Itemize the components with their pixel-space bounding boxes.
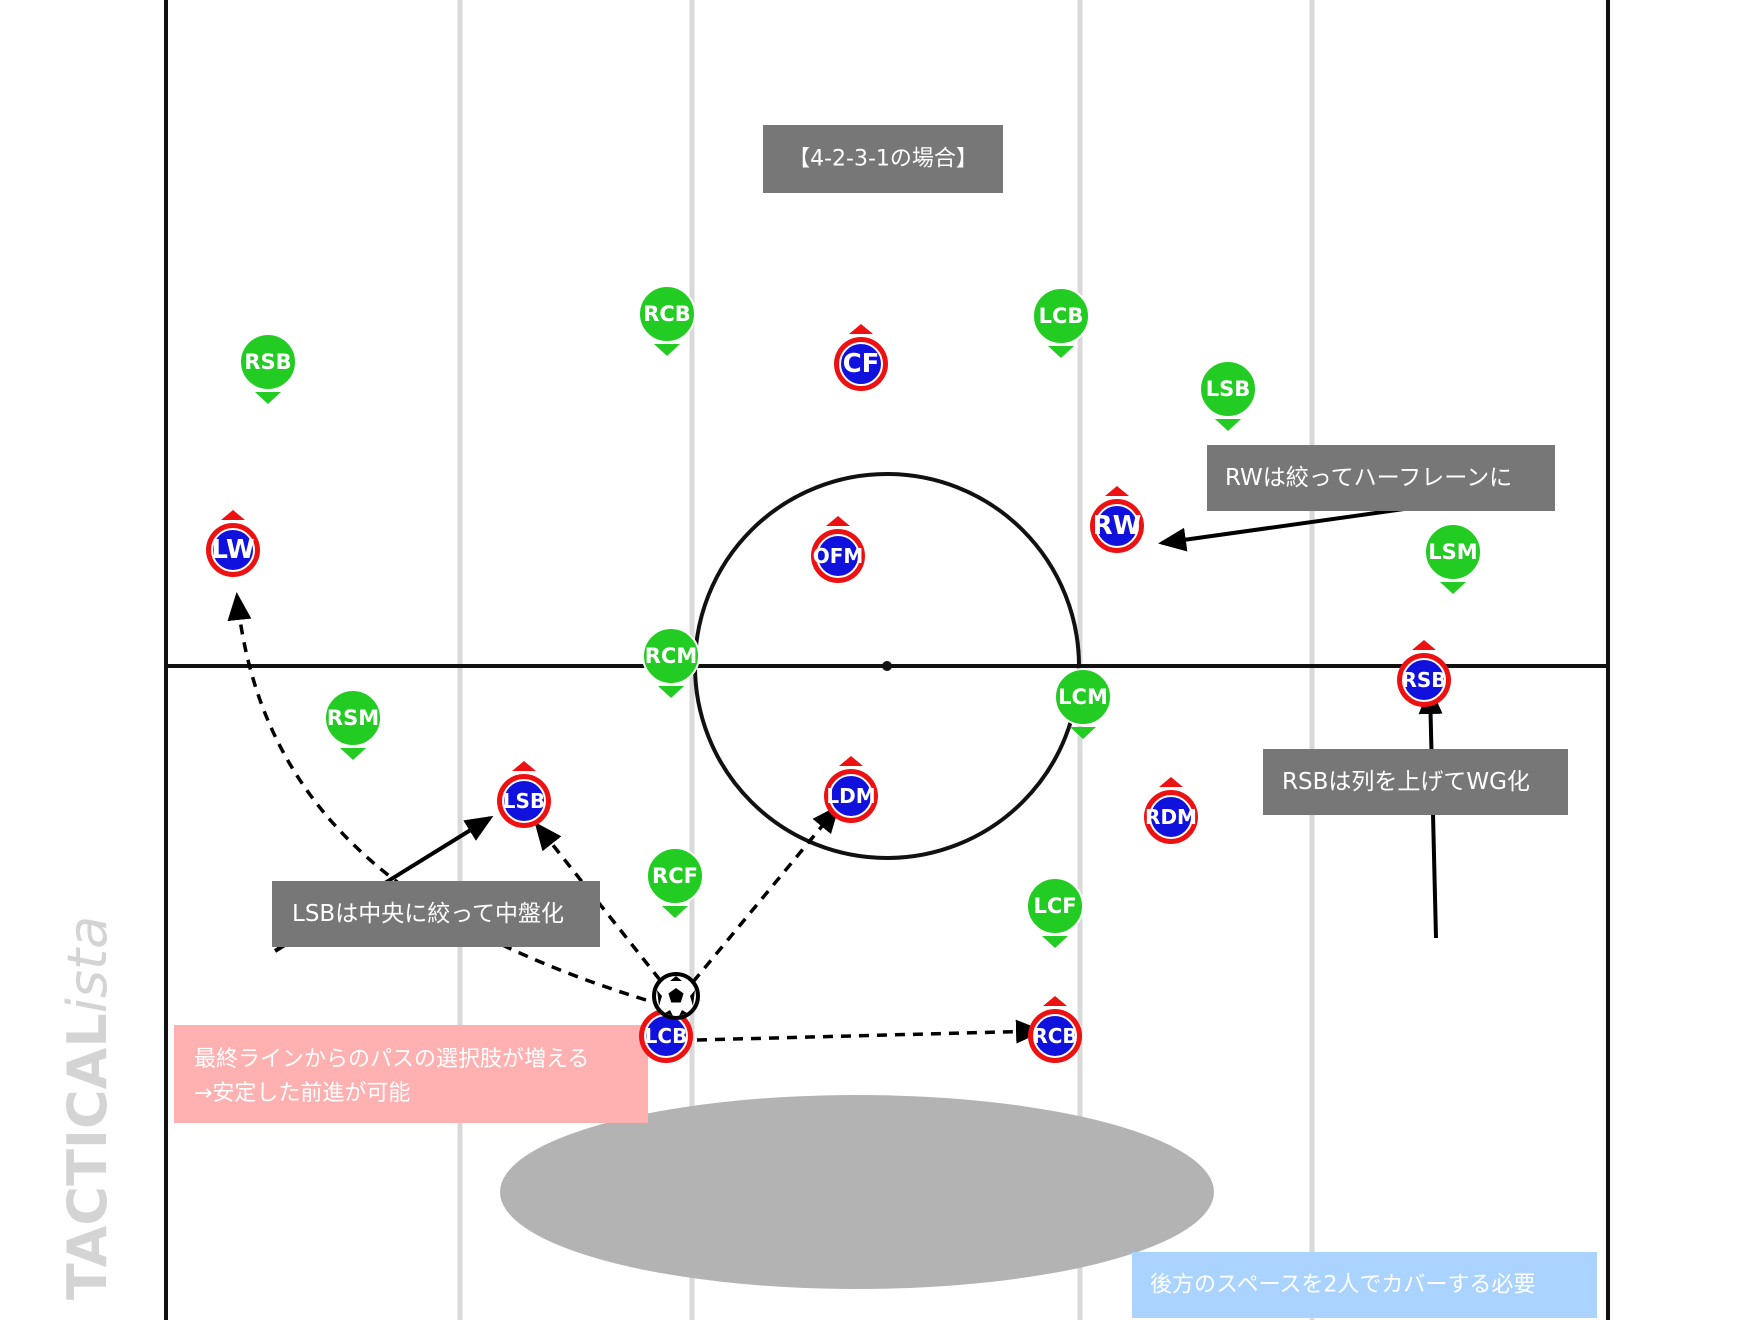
player-label: LCB [645, 1024, 688, 1048]
centre-spot [882, 661, 892, 671]
pass-options-note-line1: 最終ラインからのパスの選択肢が増える [194, 1047, 589, 1072]
rw-note: RWは絞ってハーフレーンに [1225, 465, 1512, 491]
player-label: RSB [244, 350, 291, 374]
player-label: OFM [813, 544, 864, 568]
team-marker-rw: RW [1090, 486, 1144, 553]
opponent-marker-rsm: RSM [324, 689, 382, 760]
chevron-up-icon [1159, 777, 1183, 787]
pass-arrow-to-lw [227, 592, 647, 1002]
team-marker-lcb: LCB [639, 996, 693, 1063]
player-label: RCB [643, 302, 691, 326]
chevron-up-icon [1043, 996, 1067, 1006]
team-marker-rsb: RSB [1397, 640, 1451, 707]
player-label: LSB [1206, 377, 1251, 401]
opponent-marker-lsb: LSB [1199, 360, 1257, 431]
team-marker-rdm: RDM [1144, 777, 1198, 844]
player-label: LCM [1058, 685, 1108, 709]
chevron-down-icon [255, 392, 281, 404]
opponent-marker-lcm: LCM [1054, 668, 1112, 739]
formation-title-box: 【4-2-3-1の場合】 [763, 125, 1003, 193]
svg-text:TACTICALista: TACTICALista [56, 916, 119, 1300]
opponent-marker-rsb: RSB [239, 333, 297, 404]
cover-space-note-box: 後方のスペースを2人でカバーする必要 [1132, 1252, 1597, 1318]
team-marker-lw: LW [206, 510, 260, 577]
opponent-marker-lcf: LCF [1026, 877, 1084, 948]
rsb-note: RSBは列を上げてWG化 [1282, 769, 1530, 795]
player-label: LSB [503, 789, 545, 813]
rw-note-box: RWは絞ってハーフレーンに [1207, 445, 1555, 511]
rsb-note-box: RSBは列を上げてWG化 [1263, 749, 1568, 815]
team-marker-ldm: LDM [824, 756, 878, 823]
player-label: RDM [1145, 805, 1197, 829]
lsb-note-box: LSBは中央に絞って中盤化 [272, 881, 600, 947]
pass-arrow-to-rcb [696, 1019, 1044, 1044]
opponent-marker-lcb: LCB [1032, 287, 1090, 358]
chevron-down-icon [1215, 419, 1241, 431]
chevron-down-icon [654, 344, 680, 356]
opponent-marker-lsm: LSM [1424, 523, 1482, 594]
player-label: RW [1093, 511, 1142, 541]
pass-arrow-to-ldm [691, 804, 840, 984]
chevron-down-icon [658, 686, 684, 698]
player-label: RSM [327, 706, 379, 730]
chevron-down-icon [1048, 346, 1074, 358]
team-marker-ofm: OFM [811, 516, 865, 583]
player-label: LCB [1039, 304, 1084, 328]
opponent-marker-rcm: RCM [642, 627, 700, 698]
soccer-ball-icon [652, 972, 700, 1020]
chevron-up-icon [849, 324, 873, 334]
chevron-up-icon [1105, 486, 1129, 496]
shaded-space-zone [500, 1095, 1214, 1289]
player-label: LW [211, 535, 254, 565]
chevron-up-icon [826, 516, 850, 526]
opponent-marker-rcb: RCB [638, 285, 696, 356]
player-label: CF [843, 349, 880, 379]
chevron-up-icon [1412, 640, 1436, 650]
player-label: LCF [1033, 894, 1076, 918]
player-label: RCF [652, 864, 698, 888]
team-marker-cf: CF [834, 324, 888, 391]
chevron-up-icon [512, 761, 536, 771]
player-label: LSM [1428, 540, 1477, 564]
chevron-down-icon [340, 748, 366, 760]
chevron-up-icon [221, 510, 245, 520]
team-marker-rcb: RCB [1028, 996, 1082, 1063]
chevron-down-icon [662, 906, 688, 918]
player-label: RCB [1032, 1024, 1077, 1048]
lsb-note: LSBは中央に絞って中盤化 [292, 901, 564, 927]
pass-options-note-line2: →安定した前進が可能 [194, 1081, 410, 1106]
chevron-down-icon [1042, 936, 1068, 948]
player-label: RSB [1401, 668, 1446, 692]
formation-title: 【4-2-3-1の場合】 [788, 147, 978, 172]
opponent-players: RSB RCB LCB LSB LSM RCM LCM RSM RCF LCF [239, 285, 1482, 948]
team-players: CF LW OFM RW RSB LSB LDM RDM LCB RCB [206, 324, 1451, 1063]
team-marker-lsb: LSB [497, 761, 551, 828]
pass-options-note-box: 最終ラインからのパスの選択肢が増える →安定した前進が可能 [174, 1025, 648, 1123]
chevron-up-icon [839, 756, 863, 766]
chevron-down-icon [1070, 727, 1096, 739]
opponent-marker-rcf: RCF [646, 847, 704, 918]
tacticalista-watermark: TACTICALista [56, 916, 119, 1300]
player-label: RCM [645, 644, 697, 668]
cover-space-note: 後方のスペースを2人でカバーする必要 [1150, 1273, 1535, 1298]
player-label: LDM [826, 784, 875, 808]
chevron-down-icon [1440, 582, 1466, 594]
